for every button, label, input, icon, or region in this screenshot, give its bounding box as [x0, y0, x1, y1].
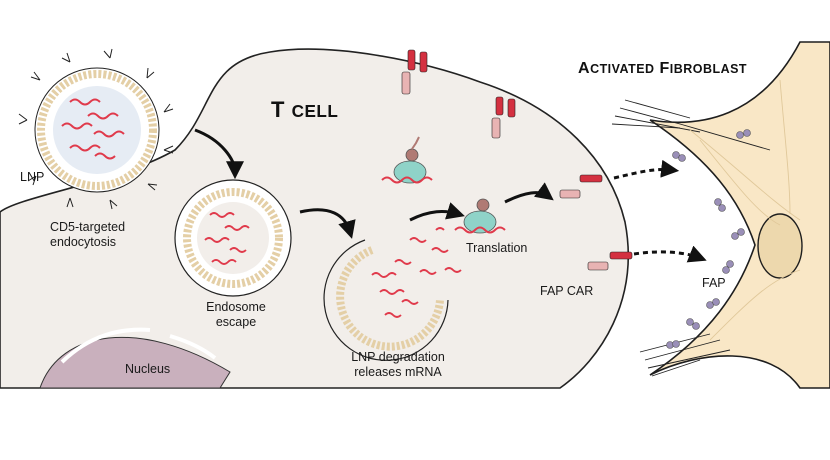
fibroblast-title-initial-1: A: [578, 60, 591, 77]
lnp-particle: [18, 48, 174, 210]
fibroblast-title-rest-2: ibroblast: [669, 62, 748, 76]
nucleus: [39, 327, 231, 389]
t-cell-title: T Cell: [271, 97, 338, 123]
ribosome: [381, 136, 433, 184]
lnp-label: LNP: [20, 170, 45, 184]
fibroblast-nucleus: [757, 213, 803, 279]
t-cell-title-rest: Cell: [291, 101, 339, 121]
translation-label: Translation: [466, 241, 528, 255]
process-arrow: [194, 128, 554, 239]
fibroblast: [611, 41, 830, 389]
degradation-label: LNP degradation releases mRNA: [351, 350, 445, 379]
t-cell-title-initial: T: [271, 97, 285, 122]
degrading-lnp: [323, 227, 462, 361]
endosome: [174, 179, 292, 297]
binding-arrow: [613, 159, 707, 263]
nucleus-label: Nucleus: [125, 362, 171, 376]
endosome-label: Endosome escape: [206, 300, 266, 329]
fibroblast-title-initial-2: F: [659, 60, 670, 77]
fap-car-label: FAP CAR: [540, 284, 594, 298]
fibroblast-title-rest-1: ctivated: [590, 62, 655, 76]
t-cell-membrane: [0, 48, 629, 389]
fap-protein: [666, 129, 751, 349]
ribosome-translation: [454, 198, 506, 234]
cd5-label: CD5-targeted endocytosis: [50, 220, 126, 249]
fap-car-receptor: [401, 49, 633, 271]
fap-label: FAP: [702, 276, 726, 290]
fibroblast-title: Activated Fibroblast: [578, 60, 747, 78]
